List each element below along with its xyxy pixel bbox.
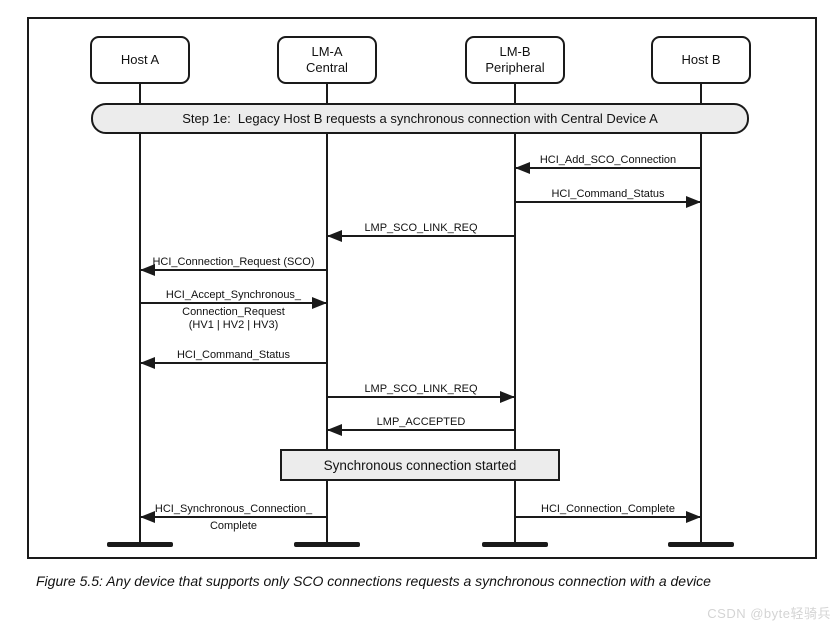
arrowhead-left-icon [140,264,155,276]
actor-label: LM-B [499,43,531,59]
arrowhead-left-icon [515,162,530,174]
message-hci-connection-request-sco: HCI_Connection_Request (SCO) [140,256,327,276]
message-label: LMP_SCO_LINK_REQ [364,221,478,234]
lifeline-lm-a [326,84,328,544]
message-label: LMP_ACCEPTED [376,415,466,428]
actor-label-line2: Central [306,60,348,75]
message-label: HCI_Synchronous_Connection_ [154,502,313,515]
message-label-line2: Connection_Request [182,306,285,318]
arrowhead-right-icon [312,297,327,309]
arrowhead-left-icon [327,230,342,242]
actor-box-host-b: Host B [651,36,751,84]
actor-label: Host A [120,51,160,67]
actor-box-lm-b: LM-B Peripheral [465,36,565,84]
message-lmp-sco-link-req-2: LMP_SCO_LINK_REQ [327,383,515,403]
note-synchronous-connection-started: Synchronous connection started [280,449,560,481]
arrowhead-left-icon [140,511,155,523]
lifeline-terminator-lm-a [294,542,360,547]
lifeline-terminator-host-a [107,542,173,547]
message-hci-synchronous-connection-complete: HCI_Synchronous_Connection_ Complete [140,503,327,532]
message-hci-add-sco-connection: HCI_Add_SCO_Connection [515,154,701,174]
message-label: HCI_Add_SCO_Connection [539,153,677,166]
lifeline-terminator-lm-b [482,542,548,547]
message-hci-accept-synchronous-connection-request: HCI_Accept_Synchronous_ Connection_Reque… [140,289,327,331]
message-label: HCI_Connection_Complete [541,502,675,515]
message-hci-command-status-b: HCI_Command_Status [515,188,701,208]
figure-caption: Figure 5.5: Any device that supports onl… [36,573,711,589]
arrowhead-right-icon [686,196,701,208]
actor-label: Host B [681,51,721,67]
message-label: HCI_Command_Status [176,348,291,361]
lifeline-terminator-host-b [668,542,734,547]
message-label-line3: (HV1 | HV2 | HV3) [188,319,279,332]
message-label: HCI_Accept_Synchronous_ [165,288,302,301]
message-lmp-accepted: LMP_ACCEPTED [327,416,515,436]
message-label-below: Connection_Request (HV1 | HV2 | HV3) [140,306,327,332]
note-label: Synchronous connection started [323,457,517,473]
lifeline-host-a [139,84,141,544]
actor-label: LM-A [311,43,343,59]
lifeline-lm-b [514,84,516,544]
message-label-line2: Complete [209,520,258,532]
step-banner: Step 1e: Legacy Host B requests a synchr… [91,103,749,134]
actor-label-line2: Peripheral [485,60,545,75]
message-label: HCI_Command_Status [551,187,665,200]
lifeline-host-b [700,84,702,544]
message-hci-command-status-a: HCI_Command_Status [140,349,327,369]
message-lmp-sco-link-req-1: LMP_SCO_LINK_REQ [327,222,515,242]
arrowhead-left-icon [140,357,155,369]
actor-box-lm-a: LM-A Central [277,36,377,84]
arrowhead-right-icon [500,391,515,403]
actor-box-host-a: Host A [90,36,190,84]
message-label: LMP_SCO_LINK_REQ [364,382,478,395]
arrowhead-right-icon [686,511,701,523]
message-label: HCI_Connection_Request (SCO) [152,255,315,268]
watermark-text: CSDN @byte轻骑兵 [707,606,831,621]
step-banner-label: Step 1e: Legacy Host B requests a synchr… [182,111,658,126]
arrowhead-left-icon [327,424,342,436]
message-hci-connection-complete: HCI_Connection_Complete [515,503,701,523]
